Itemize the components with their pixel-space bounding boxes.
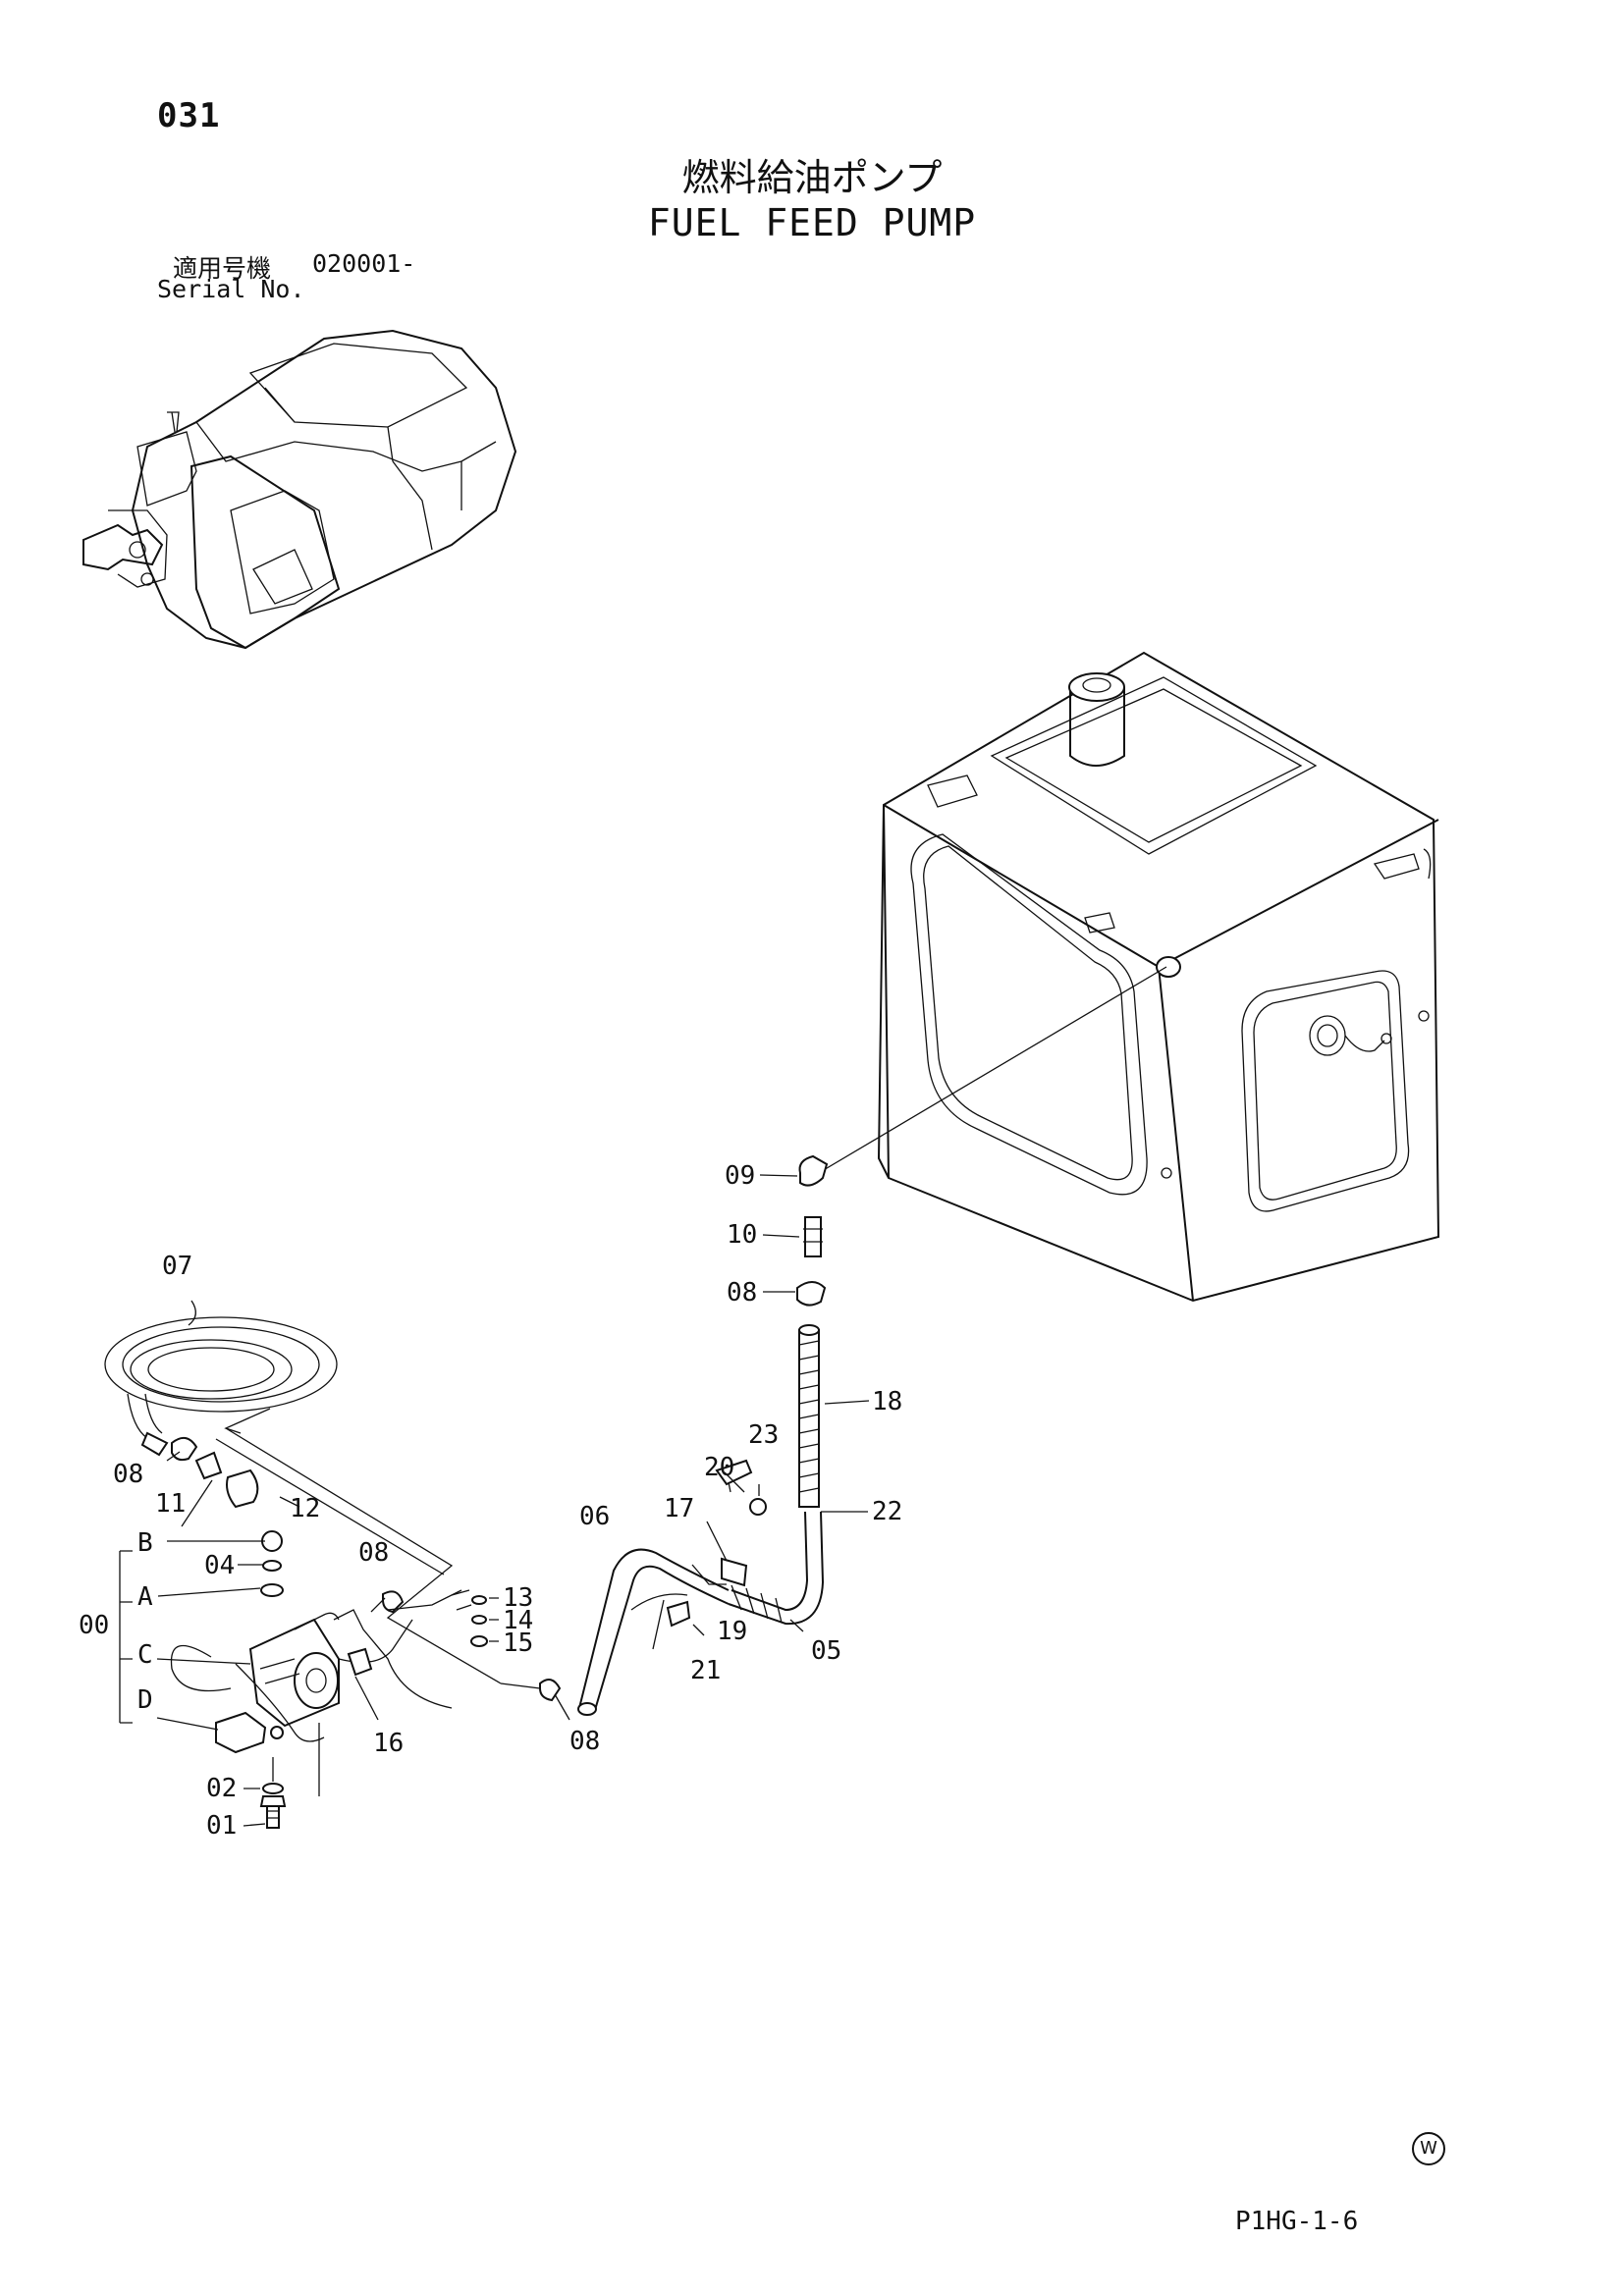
callout-18: 18: [872, 1387, 902, 1416]
callout-00: 00: [79, 1611, 109, 1640]
w-mark-icon: W: [1412, 2132, 1445, 2165]
callout-14: 14: [503, 1606, 533, 1635]
fuel-line-illustration: [577, 966, 1167, 1716]
excavator-overview-illustration: [82, 329, 517, 650]
callout-C: C: [137, 1640, 153, 1670]
serial-label-english: Serial No.: [157, 275, 305, 303]
callout-10: 10: [727, 1220, 757, 1250]
fittings-illustration: [171, 1427, 562, 1702]
callout-B: B: [137, 1528, 153, 1558]
page-title-japanese: 燃料給油ポンプ: [681, 156, 943, 199]
callout-A: A: [137, 1582, 153, 1612]
callout-20: 20: [704, 1453, 734, 1482]
callout-17: 17: [664, 1494, 694, 1523]
serial-label-japanese: 適用号機: [173, 254, 272, 283]
callout-21: 21: [690, 1656, 721, 1685]
callout-01: 01: [206, 1811, 237, 1841]
callout-08-lower: 08: [569, 1727, 600, 1756]
pump-assembly-illustration: [170, 1589, 462, 1754]
callout-11: 11: [155, 1489, 186, 1519]
callout-04: 04: [204, 1551, 235, 1580]
callout-19: 19: [717, 1617, 747, 1646]
callout-22: 22: [872, 1497, 902, 1526]
bolt-and-washer-illustration: [259, 1757, 287, 1829]
page-title-english: FUEL FEED PUMP: [647, 201, 977, 244]
callout-D: D: [137, 1685, 153, 1715]
callout-12: 12: [290, 1494, 320, 1523]
callout-08-left: 08: [113, 1460, 143, 1489]
callout-23: 23: [748, 1420, 779, 1450]
callout-13: 13: [503, 1583, 533, 1613]
leader-lines: [156, 1174, 870, 1827]
callout-08-mid: 08: [358, 1538, 389, 1568]
callout-06: 06: [579, 1502, 610, 1531]
callout-labels: 09 10 08 18 23 20 17 06 22 19 05 21 07 0…: [79, 1161, 902, 1841]
callout-07: 07: [162, 1252, 192, 1281]
serial-number-value: 020001-: [312, 249, 416, 278]
assembly-bracket: [119, 1550, 133, 1724]
callout-08-upper: 08: [727, 1278, 757, 1308]
callout-15: 15: [503, 1629, 533, 1658]
callout-09: 09: [725, 1161, 755, 1191]
callout-02: 02: [206, 1774, 237, 1803]
callout-05: 05: [811, 1636, 841, 1666]
reference-code: P1HG-1-6: [1235, 2207, 1359, 2236]
coiled-hose-illustration: [104, 1316, 338, 1457]
callout-16: 16: [373, 1729, 404, 1758]
page-number: 031: [157, 96, 221, 135]
fuel-tank-illustration: [877, 651, 1440, 1303]
